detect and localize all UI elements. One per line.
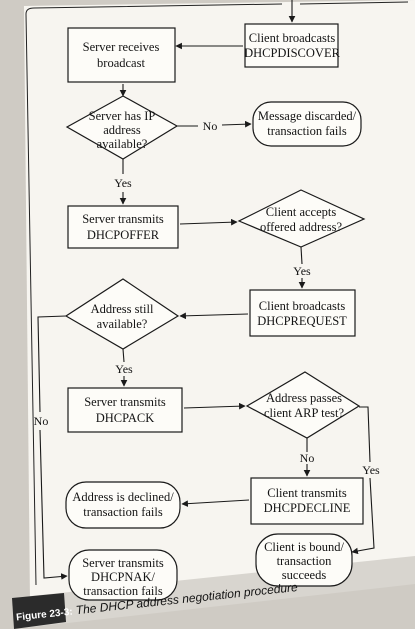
edge-label-no-nak: No (34, 414, 49, 428)
edge-label-yes-bound: Yes (362, 463, 380, 477)
edge-label-no-discard: No (203, 119, 218, 133)
edge-label-yes-offer: Yes (114, 176, 132, 190)
edge-label-yes-request: Yes (293, 264, 311, 278)
svg-text:Message discarded/transaction: Message discarded/transaction fails (258, 109, 357, 138)
caption-figure-tab (12, 593, 66, 629)
edge-labels: No Yes Yes Yes No No Yes (34, 119, 380, 477)
node-discarded: Message discarded/transaction fails (252, 101, 362, 147)
flowchart-edges (37, 0, 375, 580)
node-declined: Address is declined/transaction fails (65, 481, 181, 529)
svg-text:Address is declined/transactio: Address is declined/transaction fails (72, 490, 174, 519)
page-border (25, 1, 409, 586)
edge-label-yes-pack: Yes (115, 362, 133, 376)
edge-label-no-decline: No (300, 451, 315, 465)
